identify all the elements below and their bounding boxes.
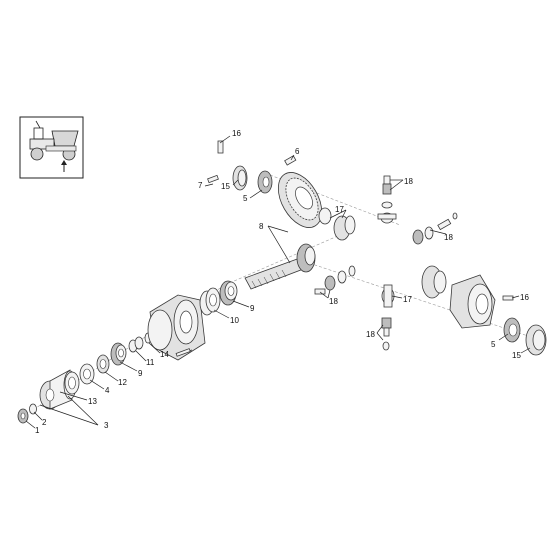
callouts: 1 2 3 4 5 5 6 7 8 9 9 10 11 12 13 14 15 … — [35, 129, 529, 435]
callout-16-right: 16 — [520, 293, 529, 302]
part-bearing-15-top — [232, 165, 248, 191]
callout-15-top: 15 — [221, 182, 230, 191]
part-gear-18-mid — [314, 265, 356, 295]
pinion-flange-group — [17, 332, 152, 424]
part-shim-10 — [199, 287, 221, 316]
part-pinion-18-bottom — [381, 317, 392, 351]
part-bearing-5-right — [503, 317, 521, 343]
part-bearing-12 — [96, 354, 110, 374]
part-diff-case-left — [421, 265, 447, 299]
callout-18-right: 18 — [444, 233, 453, 242]
callout-7: 7 — [198, 181, 203, 190]
part-diff-case-right — [449, 274, 496, 329]
part-washer-17-top-a — [318, 207, 332, 225]
part-spacer-11 — [128, 336, 144, 353]
callout-18-mid: 18 — [329, 297, 338, 306]
callout-8: 8 — [259, 222, 264, 231]
callout-4: 4 — [105, 386, 110, 395]
callout-14: 14 — [160, 350, 169, 359]
callout-1: 1 — [35, 426, 40, 435]
callout-17-right: 17 — [403, 295, 412, 304]
part-pinion-shaft-8 — [244, 243, 316, 290]
part-bolt-7 — [207, 174, 219, 184]
carrier-housing — [147, 294, 206, 361]
callout-9-mid: 9 — [250, 304, 255, 313]
callout-18-top: 18 — [404, 177, 413, 186]
part-pin-16-top — [217, 140, 224, 154]
callout-16-top: 16 — [232, 129, 241, 138]
part-diff-gear-17-top — [333, 215, 356, 241]
arrow-up-icon — [61, 160, 67, 172]
part-pinion-18-top — [381, 175, 393, 209]
callout-11: 11 — [146, 358, 155, 367]
leader-lines — [25, 135, 531, 429]
callout-3: 3 — [104, 421, 109, 430]
part-bearing-9 — [110, 342, 127, 366]
part-gear-18-right — [412, 212, 458, 245]
callout-5-right: 5 — [491, 340, 496, 349]
part-seal-4a — [64, 371, 80, 395]
part-nut-1 — [17, 408, 29, 424]
callout-15-right: 15 — [512, 351, 521, 360]
part-bolt-6 — [284, 155, 297, 166]
part-washer-2 — [29, 403, 37, 415]
callout-9-left: 9 — [138, 369, 143, 378]
part-bolt-16-right — [502, 295, 514, 301]
location-thumbnail — [19, 116, 84, 179]
callout-13: 13 — [88, 397, 97, 406]
part-seal-4 — [79, 363, 95, 385]
callout-2: 2 — [42, 418, 47, 427]
callout-18-bottom: 18 — [366, 330, 375, 339]
part-bearing-5-top — [257, 170, 273, 194]
callout-12: 12 — [118, 378, 127, 387]
part-bearing-15-right — [525, 324, 547, 356]
part-crown-wheel-8 — [277, 172, 323, 228]
dumper-vehicle-icon — [29, 120, 79, 161]
callout-6: 6 — [295, 147, 300, 156]
callout-17-top: 17 — [335, 205, 344, 214]
part-spider-17-top — [377, 212, 397, 224]
callout-10: 10 — [230, 316, 239, 325]
callout-5-top: 5 — [243, 194, 248, 203]
part-bearing-9b — [219, 280, 238, 306]
